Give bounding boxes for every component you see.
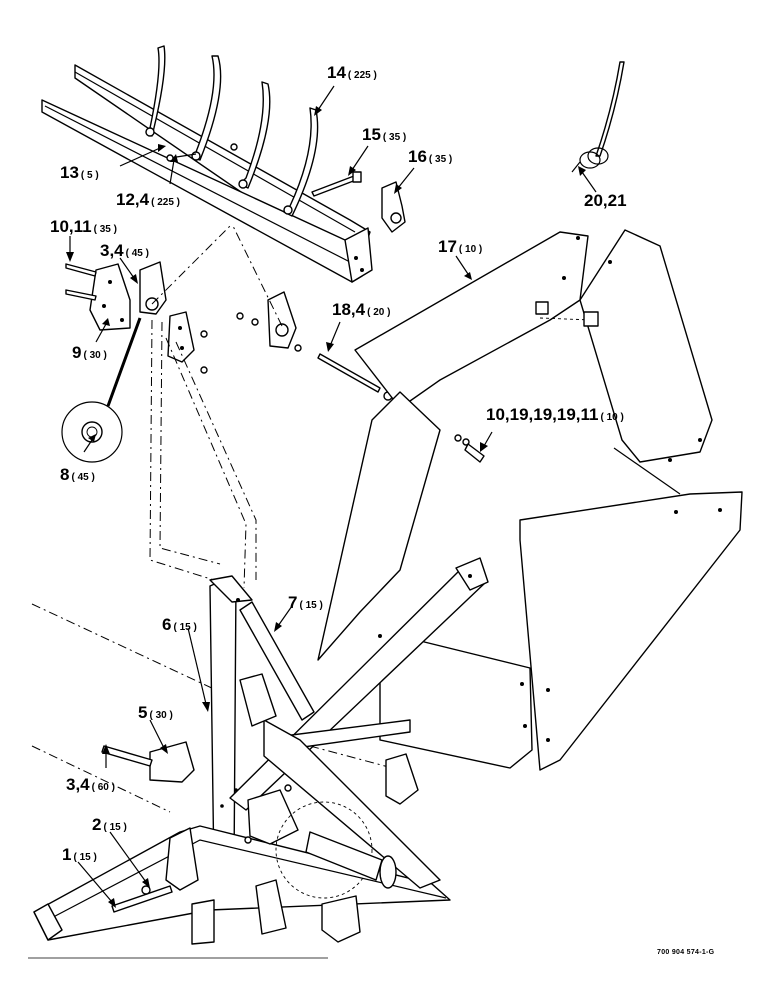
callout-10-19-11: 10,19,19,19,11( 10 ) xyxy=(486,405,624,424)
callout-15: 15( 35 ) xyxy=(362,125,406,144)
bearing-8-detail xyxy=(61,317,142,463)
callout-18-4: 18,4( 20 ) xyxy=(332,300,390,319)
clamp-16 xyxy=(381,181,406,233)
shield-17 xyxy=(317,229,743,771)
bolt-15 xyxy=(311,171,362,197)
callout-2: 2( 15 ) xyxy=(92,815,127,834)
callout-20-21: 20,21 xyxy=(584,191,627,210)
callout-3-4-upper: 3,4( 45 ) xyxy=(100,241,149,260)
callout-6: 6( 15 ) xyxy=(162,615,197,634)
callout-12-4: 12,4( 225 ) xyxy=(116,190,180,209)
callout-3-4-lower: 3,4( 60 ) xyxy=(66,775,115,794)
callout-14: 14( 225 ) xyxy=(327,63,377,82)
callout-10-11: 10,11( 35 ) xyxy=(50,217,117,236)
frame-assembly xyxy=(33,557,489,945)
leader-lines xyxy=(66,85,597,908)
callout-8: 8( 45 ) xyxy=(60,465,95,484)
callout-9: 9( 30 ) xyxy=(72,343,107,362)
drawing-number: 700 904 574-1-G xyxy=(657,949,715,956)
callout-1: 1( 15 ) xyxy=(62,845,97,864)
spring-tine-20-21 xyxy=(571,61,625,173)
callout-17: 17( 10 ) xyxy=(438,237,482,256)
assembly-lines xyxy=(31,223,401,813)
bolt-10-19-11 xyxy=(454,434,485,463)
callout-13: 13( 5 ) xyxy=(60,163,99,182)
callout-5: 5( 30 ) xyxy=(138,703,173,722)
callout-16: 16( 35 ) xyxy=(408,147,452,166)
callout-7: 7( 15 ) xyxy=(288,593,323,612)
tine-bar-assembly xyxy=(41,45,373,283)
bracket-9 xyxy=(65,261,208,374)
